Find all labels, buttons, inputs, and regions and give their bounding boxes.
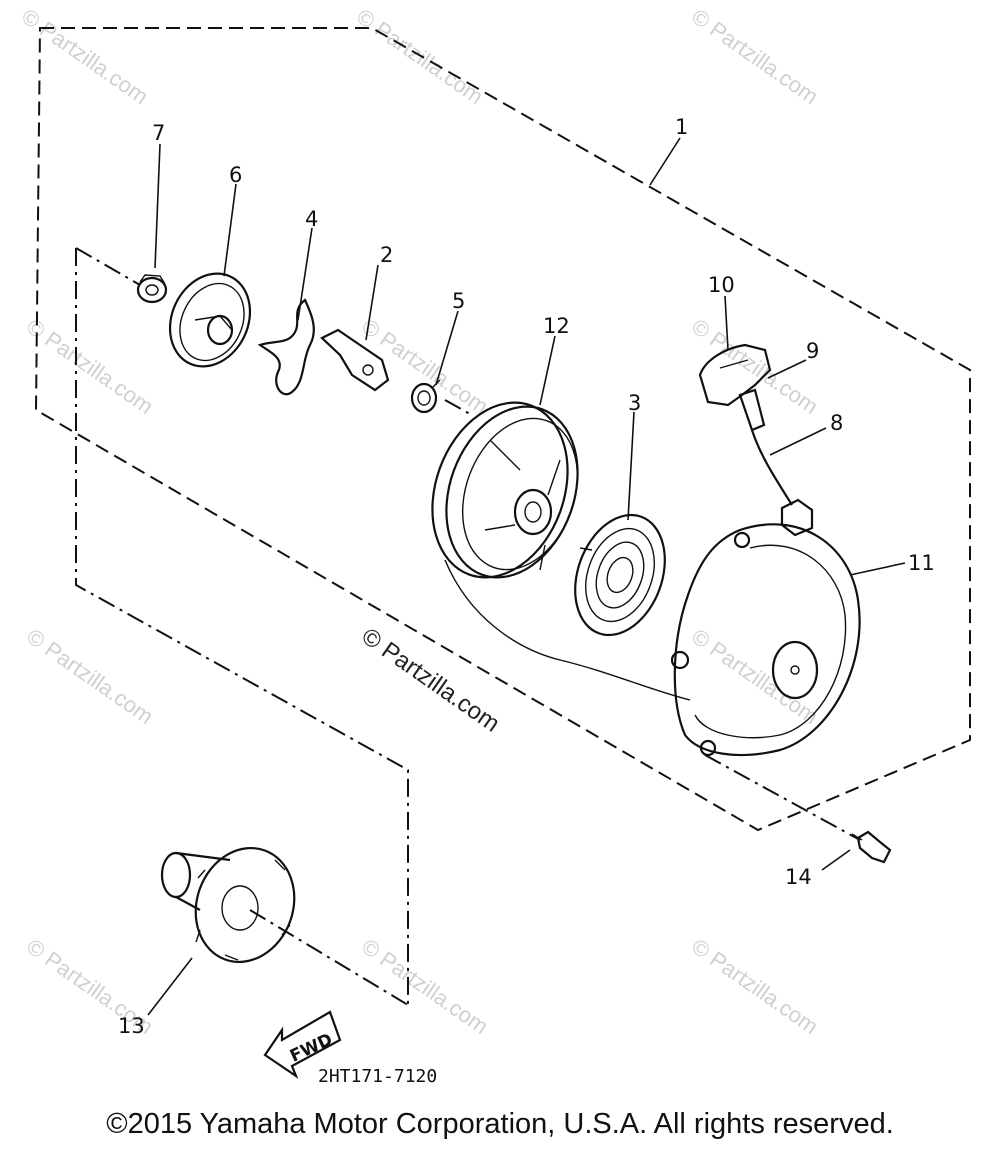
copyright-notice: ©2015 Yamaha Motor Corporation, U.S.A. A…: [106, 1108, 894, 1140]
callout-3: 3: [628, 391, 641, 415]
bolt-axis-line: [704, 754, 861, 841]
watermark: © Partzilla.com: [687, 4, 823, 110]
callout-8: 8: [830, 411, 843, 435]
axis-line: [249, 909, 409, 1006]
callout-13: 13: [118, 1014, 145, 1038]
fwd-label: FWD: [287, 1030, 336, 1067]
callout-6: 6: [229, 163, 242, 187]
watermark: © Partzilla.com: [17, 4, 153, 110]
callout-12: 12: [543, 314, 570, 338]
part-12-sheave-drum: [431, 401, 579, 579]
watermark: © Partzilla.com: [357, 314, 493, 420]
callout-labels: 1 2 3 4 5 6 7 8 9 10 11 12 13 14: [118, 115, 935, 1038]
drive-plate-boundary: [75, 248, 409, 1005]
watermark: © Partzilla.com: [687, 314, 823, 420]
watermark: © Partzilla.com: [687, 624, 823, 730]
callout-2: 2: [380, 243, 393, 267]
part-4-spring: [257, 298, 315, 396]
callout-9: 9: [806, 339, 819, 363]
leader-lines: [147, 137, 906, 1016]
part-14-bolt: [851, 830, 892, 864]
watermark-group: © Partzilla.com © Partzilla.com © Partzi…: [17, 4, 823, 1040]
assembly-1-boundary: [34, 27, 971, 832]
watermark: © Partzilla.com: [22, 624, 158, 730]
callout-10: 10: [708, 273, 735, 297]
diagram-code: 2HT171-7120: [318, 1066, 437, 1087]
starter-rope: [444, 559, 691, 701]
part-6-drive-plate: [168, 272, 252, 368]
callout-7: 7: [152, 121, 165, 145]
part-8-rope: [750, 429, 793, 506]
part-2-pawl: [320, 328, 390, 392]
axis-line: [75, 247, 141, 286]
watermark: © Partzilla.com: [22, 314, 158, 420]
watermark: © Partzilla.com: [687, 934, 823, 1040]
callout-11: 11: [908, 551, 935, 575]
callout-14: 14: [785, 865, 812, 889]
axis-line: [444, 399, 471, 415]
part-3-recoil-spring: [574, 513, 666, 637]
callout-1: 1: [675, 115, 688, 139]
callout-5: 5: [452, 289, 465, 313]
part-7-nut: [136, 274, 168, 304]
callout-4: 4: [305, 207, 318, 231]
recoil-starter-exploded-diagram: © Partzilla.com © Partzilla.com © Partzi…: [17, 4, 971, 1087]
part-9-handle-grip: [738, 388, 766, 432]
part-11-starter-case: [670, 498, 861, 757]
part-13-drive-pulley: [160, 846, 296, 964]
